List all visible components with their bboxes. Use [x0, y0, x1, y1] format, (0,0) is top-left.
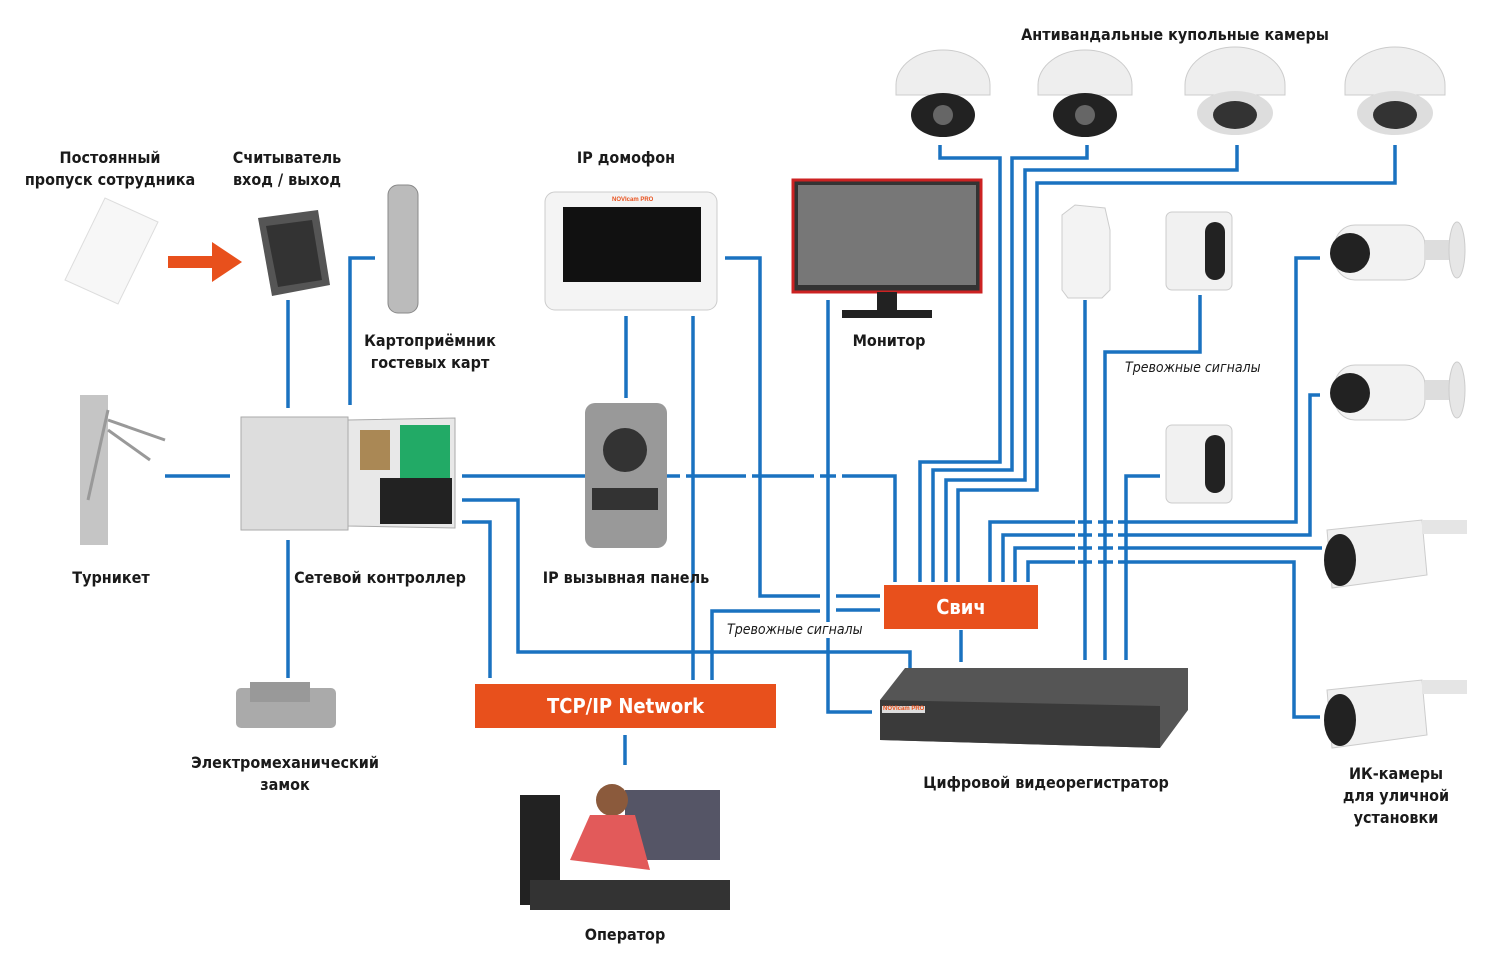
dvr-icon: [880, 668, 1188, 748]
dome-camera-3-icon: [1184, 46, 1286, 135]
reader-label: Считыватель вход / выход: [232, 148, 342, 189]
ir-camera-1-icon: [1330, 221, 1466, 281]
lock-icon: [236, 682, 336, 728]
dome-camera-icons: [895, 46, 1446, 137]
turnstile-label: Турникет: [72, 568, 150, 587]
tcp-network-box: TCP/IP Network: [475, 684, 776, 728]
alarm-signals-center-label: Тревожные сигналы: [725, 622, 865, 638]
line-card-acceptor: [348, 256, 375, 405]
alarm-sensor-2-icon: [1165, 424, 1233, 504]
intercom-brand-logo: NOVIcam PRO: [612, 197, 654, 203]
dvr-label: Цифровой видеорегистратор: [923, 773, 1169, 792]
dome-camera-1-icon: [895, 49, 991, 137]
dvr-brand-logo: NOVIcam PRO: [882, 706, 926, 713]
monitor-icon: [791, 178, 983, 318]
controller-label: Сетевой контроллер: [294, 568, 466, 587]
lock-label: Электромеханический замок: [191, 753, 379, 794]
switch-box: Свич: [884, 585, 1038, 629]
intercom-icon: [544, 191, 718, 311]
intercom-label: IP домофон: [576, 148, 676, 167]
operator-label: Оператор: [584, 925, 666, 944]
alarm-sensor-1-icon: [1165, 211, 1233, 291]
line-ir-camera-3: [1013, 546, 1322, 582]
line-controller-network: [462, 520, 492, 678]
ir-camera-2-icon: [1330, 361, 1466, 421]
call-panel-label: IP вызывная панель: [542, 568, 710, 587]
line-dome-camera-3: [944, 145, 1239, 582]
line-controller-dvr: [462, 498, 912, 680]
ir-camera-3-icon: [1324, 519, 1467, 589]
motion-detector-icon: [1061, 204, 1111, 299]
line-monitor: [826, 300, 872, 714]
card-acceptor-label: Картоприёмник гостевых карт: [364, 331, 496, 372]
line-dome-camera-4: [956, 145, 1397, 582]
dome-cameras-label: Антивандальные купольные камеры: [1021, 25, 1329, 44]
dome-camera-4-icon: [1344, 46, 1446, 135]
ir-camera-4-icon: [1324, 679, 1467, 749]
line-intercom: [725, 256, 820, 598]
line-ir-camera-1: [988, 256, 1320, 582]
ir-cameras-label: ИК-камеры для уличной установки: [1342, 764, 1450, 827]
ir-camera-icons: [1324, 221, 1467, 749]
controller-icon: [240, 416, 456, 531]
line-ir-camera-2: [1001, 393, 1320, 582]
card-reader-icon: [258, 210, 330, 296]
dome-camera-2-icon: [1037, 49, 1133, 137]
arrow-right-icon: [168, 242, 242, 282]
call-panel-icon: [585, 403, 667, 548]
employee-card-icon: [64, 197, 159, 305]
turnstile-icon: [80, 395, 166, 545]
card-acceptor-icon: [387, 184, 419, 314]
line-network-switch: [710, 609, 820, 680]
monitor-label: Монитор: [852, 331, 926, 350]
line-ir-camera-4: [1026, 560, 1320, 719]
operator-icon: [520, 784, 730, 910]
line-dome-camera-2: [931, 145, 1089, 582]
line-alarm-2: [1103, 295, 1202, 660]
line-alarm-3: [1124, 474, 1160, 660]
line-dome-camera-1: [918, 145, 1002, 582]
employee-pass-label: Постоянный пропуск сотрудника: [24, 148, 196, 189]
alarm-signals-right-label: Тревожные сигналы: [1123, 360, 1263, 376]
